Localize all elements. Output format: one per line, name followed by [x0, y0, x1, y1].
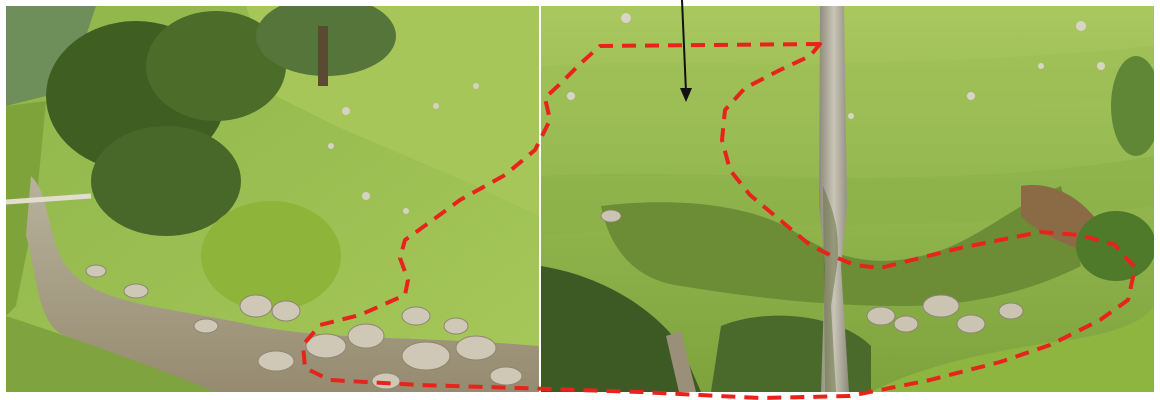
left-photo-scene [6, 6, 539, 392]
tree-trunk [318, 26, 328, 86]
right-photo-scene [541, 6, 1154, 392]
bright-shrub [201, 201, 341, 311]
tree-canopy [146, 11, 286, 121]
log-bridge [6, 193, 92, 205]
stream [26, 176, 539, 392]
left-photo [6, 6, 539, 392]
shrub [91, 126, 241, 236]
grass-edge [6, 101, 46, 316]
right-photo [541, 6, 1154, 392]
distant-hill [6, 6, 96, 106]
foreground-grass [6, 316, 216, 392]
shrub [1076, 211, 1154, 281]
